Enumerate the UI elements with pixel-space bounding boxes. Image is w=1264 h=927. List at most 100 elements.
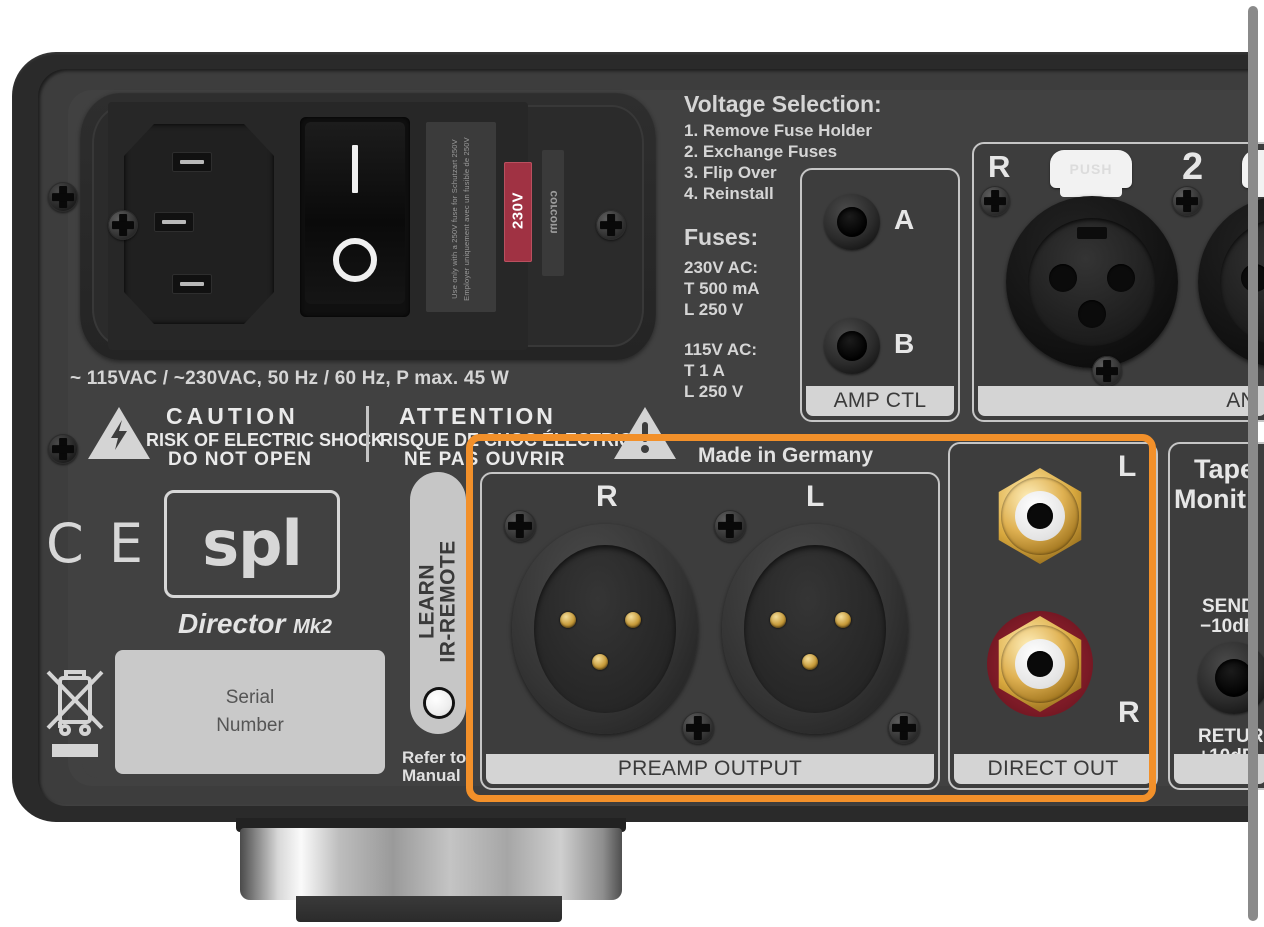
rca-direct-out-left[interactable] bbox=[992, 468, 1088, 564]
power-module-screw-left bbox=[108, 210, 138, 240]
amp-ctl-jack-b[interactable] bbox=[824, 318, 880, 374]
voltage-selection-step-2: 2. Exchange Fuses bbox=[684, 142, 838, 161]
electric-shock-warning-triangle-icon bbox=[88, 407, 150, 459]
weee-crossed-out-bin-icon bbox=[46, 670, 104, 757]
power-on-glyph-icon bbox=[352, 144, 358, 193]
fuse-230-line1: T 500 mA bbox=[684, 279, 760, 298]
learn-ir-remote-button[interactable] bbox=[426, 690, 452, 716]
voltage-selector-tag: 230V bbox=[504, 162, 532, 262]
fuse-115-line2: L 250 V bbox=[684, 382, 744, 401]
amp-ctl-group-label: AMP CTL bbox=[806, 386, 954, 416]
preamp-output-channel-r-label: R bbox=[596, 480, 618, 513]
direct-out-group: L R DIRECT OUT bbox=[948, 442, 1158, 790]
voltage-selector-value: 230V bbox=[509, 191, 527, 230]
tape-send-label-line-1: SEND bbox=[1202, 596, 1255, 617]
power-switch-well bbox=[300, 117, 410, 317]
tape-return-label-line-1: RETURN bbox=[1198, 726, 1264, 747]
amp-ctl-jack-a[interactable] bbox=[824, 194, 880, 250]
serial-label-line-1: Serial bbox=[225, 687, 275, 709]
preamp-l-screw-top bbox=[714, 510, 746, 542]
learn-ir-remote-line-2: IR-REMOTE bbox=[437, 540, 460, 663]
vertical-scrollbar[interactable] bbox=[1248, 6, 1258, 921]
xlr-female-input-1-ring bbox=[1028, 218, 1156, 346]
fuse-230-heading: 230V AC: bbox=[684, 258, 759, 277]
xlrm-l-pin1 bbox=[802, 654, 819, 671]
xlr-female-input-1-keyway-icon bbox=[1076, 227, 1108, 239]
tape-send-label-line-2: −10dB bbox=[1200, 616, 1258, 637]
corcom-brand-text: corcom bbox=[546, 190, 560, 234]
power-switch-rocker[interactable] bbox=[305, 122, 405, 304]
preamp-l-screw-bottom bbox=[888, 712, 920, 744]
model-name-block: Director Mk2 bbox=[150, 608, 360, 640]
amp-ctl-jack-a-label: A bbox=[894, 204, 915, 235]
xlr-hole-pin2 bbox=[1048, 264, 1077, 293]
analog-input-group-label: AN bbox=[978, 386, 1264, 416]
preamp-output-channel-l-label: L bbox=[806, 480, 825, 513]
xlr-input-1-screw-bottom bbox=[1092, 356, 1122, 386]
xlr-push-latch-1-text: PUSH bbox=[1069, 161, 1113, 177]
caution-line-1: RISK OF ELECTRIC SHOCK bbox=[146, 430, 385, 450]
iec-pin-line bbox=[172, 152, 212, 172]
iec-pin-neutral bbox=[172, 274, 212, 294]
direct-out-channel-r-label: R bbox=[1118, 696, 1140, 729]
spl-logo-box: spl bbox=[164, 490, 340, 598]
mains-rating-line: ~ 115VAC / ~230VAC, 50 Hz / 60 Hz, P max… bbox=[70, 368, 510, 389]
fuse-230-line2: L 250 V bbox=[684, 300, 744, 319]
learn-ir-remote-text: LEARN IR-REMOTE bbox=[415, 495, 460, 707]
xlr-hole-pin3 bbox=[1107, 264, 1136, 293]
power-inlet-face: Use only with a 250V fuse for Schutzart … bbox=[108, 102, 564, 350]
fuse-holder-note-text: Use only with a 250V fuse for Schutzart … bbox=[450, 137, 471, 301]
xlr-female-input-1[interactable] bbox=[1006, 196, 1178, 368]
warning-divider bbox=[366, 406, 369, 462]
power-module-screw-right bbox=[596, 210, 626, 240]
serial-label-line-2: Number bbox=[216, 715, 284, 736]
xlr-male-preamp-output-r-face bbox=[534, 545, 676, 713]
fuse-115-heading: 115V AC: bbox=[684, 340, 758, 359]
made-in-germany-label: Made in Germany bbox=[698, 444, 874, 467]
learn-ir-remote-pill: LEARN IR-REMOTE bbox=[410, 472, 466, 734]
analog-input-number-label: 2 bbox=[1182, 146, 1204, 188]
corcom-brand-plate: corcom bbox=[542, 150, 564, 276]
fuses-title: Fuses: bbox=[684, 224, 759, 250]
xlr-male-preamp-output-r[interactable] bbox=[512, 524, 698, 734]
preamp-r-screw-top bbox=[504, 510, 536, 542]
xlr-input-2-screw-top bbox=[1172, 186, 1202, 216]
caution-line-2: DO NOT OPEN bbox=[168, 449, 313, 470]
analog-input-channel-r-label: R bbox=[988, 149, 1011, 184]
xlrm-r-pin1 bbox=[592, 654, 609, 671]
voltage-selection-step-3: 3. Flip Over bbox=[684, 163, 777, 182]
spl-logo-text: spl bbox=[202, 507, 303, 580]
device-foot bbox=[240, 828, 622, 900]
fuse-holder-note: Use only with a 250V fuse for Schutzart … bbox=[426, 122, 496, 312]
analog-input-group: R 2 PUSH AN bbox=[972, 142, 1264, 422]
tape-monitor-title-line-2: Monit bbox=[1174, 484, 1246, 514]
learn-ir-remote-line-1: LEARN bbox=[415, 563, 439, 639]
tape-monitor-title-line-1: Tape bbox=[1194, 454, 1256, 484]
amp-ctl-jack-b-label: B bbox=[894, 328, 915, 359]
ce-mark-icon: C E bbox=[46, 512, 147, 575]
rca-direct-out-right[interactable] bbox=[987, 611, 1093, 717]
iec-c14-socket bbox=[124, 124, 274, 324]
preamp-output-group-label: PREAMP OUTPUT bbox=[486, 754, 934, 784]
refer-to-manual-line-1: Refer to bbox=[402, 748, 467, 767]
serial-number-label: Serial Number bbox=[115, 650, 385, 774]
model-name: Director bbox=[177, 608, 286, 639]
xlr-male-preamp-output-l[interactable] bbox=[722, 524, 908, 734]
refer-to-manual-line-2: Manual bbox=[402, 766, 461, 785]
xlr-input-1-screw-top bbox=[980, 186, 1010, 216]
preamp-r-screw-bottom bbox=[682, 712, 714, 744]
xlrm-l-pin3 bbox=[834, 612, 851, 629]
xlrm-r-pin3 bbox=[624, 612, 641, 629]
xlr-male-preamp-output-l-face bbox=[744, 545, 886, 713]
iec-pin-earth bbox=[154, 212, 194, 232]
attention-title: ATTENTION bbox=[399, 403, 556, 429]
caution-title: CAUTION bbox=[166, 403, 299, 429]
preamp-output-group: R L PREAMP OUTPUT bbox=[480, 472, 940, 790]
voltage-selection-step-4: 4. Reinstall bbox=[684, 184, 774, 203]
xlr-push-latch-1[interactable]: PUSH bbox=[1050, 150, 1132, 197]
attention-line-2: NE PAS OUVRIR bbox=[404, 449, 566, 470]
amp-ctl-group: A B AMP CTL bbox=[800, 168, 960, 422]
chassis-screw-top-left bbox=[48, 182, 78, 212]
xlr-hole-pin1 bbox=[1077, 299, 1106, 328]
